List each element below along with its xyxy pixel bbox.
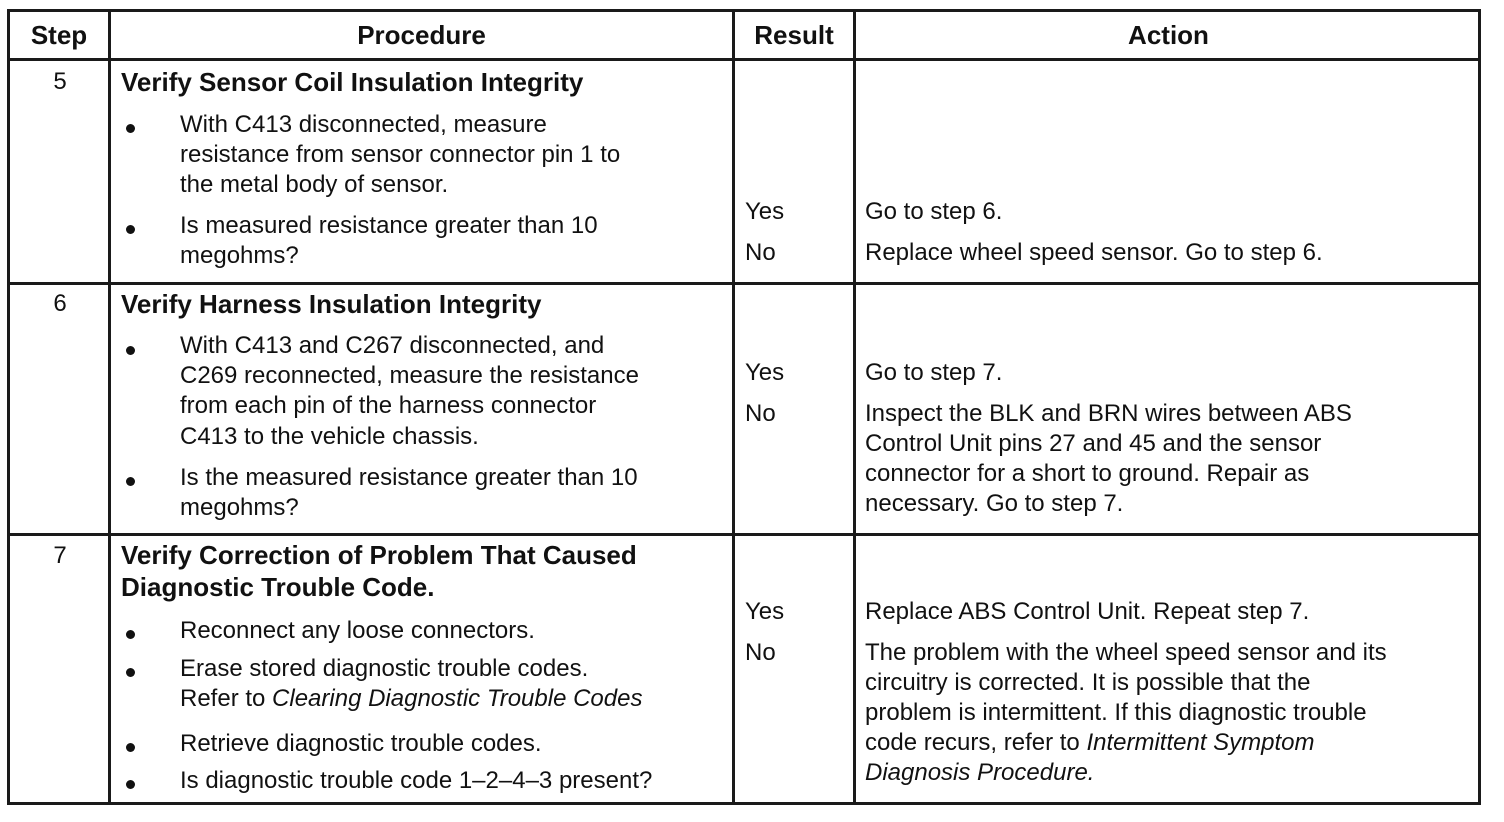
bullet-text: With C413 and C267 disconnected, and bbox=[180, 332, 605, 359]
reference-link-text: Intermittent Symptom bbox=[1086, 729, 1315, 756]
bullet-text: Reconnect any loose connectors. bbox=[180, 617, 535, 644]
bullet-text-prefix: Refer to bbox=[180, 685, 273, 712]
result-yes: Yes bbox=[745, 198, 785, 225]
header-result: Result bbox=[754, 19, 834, 50]
bullet-text: Refer to Clearing Diagnostic Trouble Cod… bbox=[180, 684, 642, 714]
action-text: Inspect the BLK and BRN wires between AB… bbox=[865, 400, 1352, 427]
bullet-text: C269 reconnected, measure the resistance bbox=[180, 362, 639, 389]
bullet-text: Retrieve diagnostic trouble codes. bbox=[180, 730, 542, 757]
action-text: circuitry is corrected. It is possible t… bbox=[865, 669, 1311, 696]
reference-link-text: Diagnosis Procedure. bbox=[865, 759, 1095, 786]
action-text-prefix: code recurs, refer to bbox=[865, 729, 1087, 756]
result-yes: Yes bbox=[745, 598, 785, 625]
action-text: connector for a short to ground. Repair … bbox=[865, 460, 1310, 487]
header-action: Action bbox=[1128, 19, 1209, 50]
action-text: problem is intermittent. If this diagnos… bbox=[865, 699, 1367, 726]
bullet-text: With C413 disconnected, measure bbox=[180, 111, 547, 138]
header-step: Step bbox=[30, 19, 88, 50]
header-procedure: Procedure bbox=[357, 19, 486, 50]
action-text: Go to step 7. bbox=[865, 359, 1003, 386]
bullet-text: Is the measured resistance greater than … bbox=[180, 464, 638, 491]
result-no: No bbox=[745, 400, 776, 427]
action-text: Replace wheel speed sensor. Go to step 6… bbox=[865, 239, 1323, 266]
step-number: 7 bbox=[53, 542, 67, 569]
result-yes: Yes bbox=[745, 359, 785, 386]
column-divider bbox=[732, 12, 735, 802]
bullet-text: megohms? bbox=[180, 242, 299, 269]
bullet-text: resistance from sensor connector pin 1 t… bbox=[180, 141, 621, 168]
bullet-text: from each pin of the harness connector bbox=[180, 392, 597, 419]
step-number: 6 bbox=[53, 290, 67, 317]
action-text: code recurs, refer to Intermittent Sympt… bbox=[865, 728, 1315, 758]
bullet-icon bbox=[126, 743, 135, 752]
step-title: Verify Harness Insulation Integrity bbox=[121, 289, 542, 319]
bullet-icon bbox=[126, 124, 135, 133]
reference-link-text: Clearing Diagnostic Trouble Codes bbox=[272, 685, 643, 712]
action-text: Replace ABS Control Unit. Repeat step 7. bbox=[865, 598, 1310, 625]
row-divider bbox=[10, 533, 1478, 536]
step-title: Diagnostic Trouble Code. bbox=[121, 572, 435, 602]
bullet-text: Is diagnostic trouble code 1–2–4–3 prese… bbox=[180, 767, 653, 794]
result-no: No bbox=[745, 239, 776, 266]
bullet-text: the metal body of sensor. bbox=[180, 171, 449, 198]
diagnostic-procedure-table: Step Procedure Result Action 5 Verify Se… bbox=[7, 9, 1481, 805]
row-divider bbox=[10, 282, 1478, 285]
column-divider bbox=[853, 12, 856, 802]
bullet-icon bbox=[126, 346, 135, 355]
bullet-icon bbox=[126, 668, 135, 677]
action-text: Control Unit pins 27 and 45 and the sens… bbox=[865, 430, 1322, 457]
row-divider bbox=[10, 58, 1478, 61]
bullet-icon bbox=[126, 477, 135, 486]
action-text: necessary. Go to step 7. bbox=[865, 490, 1124, 517]
step-number: 5 bbox=[53, 68, 67, 95]
bullet-text: Is measured resistance greater than 10 bbox=[180, 212, 598, 239]
bullet-icon bbox=[126, 225, 135, 234]
bullet-text: Erase stored diagnostic trouble codes. bbox=[180, 655, 589, 682]
bullet-icon bbox=[126, 630, 135, 639]
column-divider bbox=[108, 12, 111, 802]
action-text: The problem with the wheel speed sensor … bbox=[865, 639, 1387, 666]
bullet-icon bbox=[126, 780, 135, 789]
step-title: Verify Correction of Problem That Caused bbox=[121, 540, 637, 570]
bullet-text: megohms? bbox=[180, 494, 299, 521]
action-text: Go to step 6. bbox=[865, 198, 1003, 225]
step-title: Verify Sensor Coil Insulation Integrity bbox=[121, 67, 584, 97]
bullet-text: C413 to the vehicle chassis. bbox=[180, 423, 479, 450]
result-no: No bbox=[745, 639, 776, 666]
